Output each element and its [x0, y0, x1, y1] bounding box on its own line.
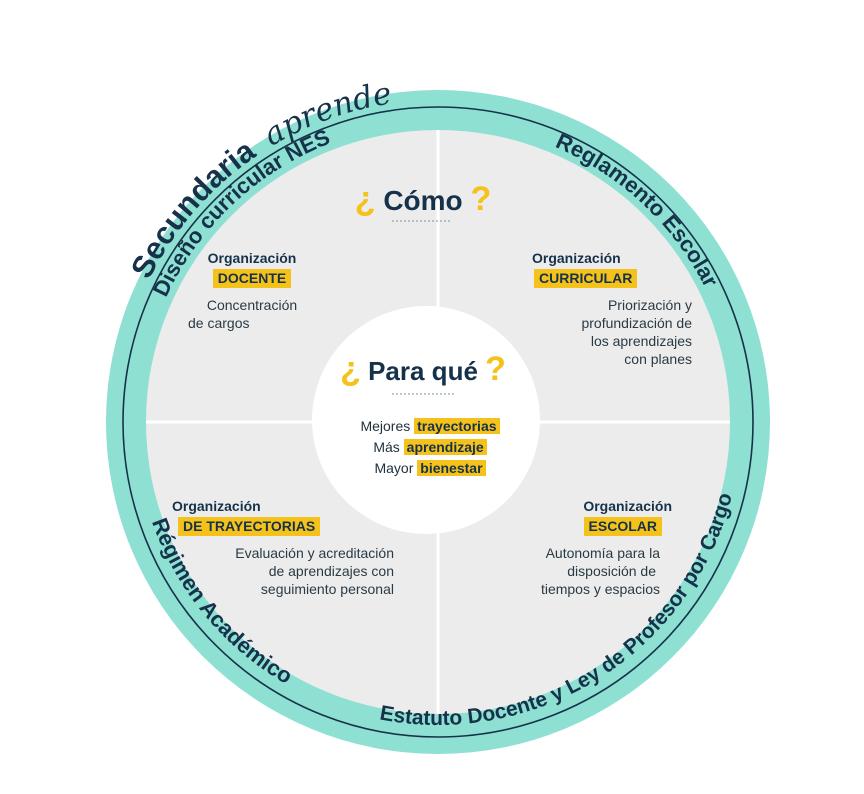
curricular-desc-line-3: los aprendizajes — [590, 333, 692, 349]
quadrant-escolar-desc: Autonomía para la disposición de tiempos… — [470, 544, 690, 598]
escolar-desc-line-2: disposición de — [567, 563, 656, 579]
svg-text:¿ Para qué ?: ¿ Para qué ? — [340, 350, 506, 388]
quadrant-docente-tag: DOCENTE — [212, 269, 292, 288]
goal-1-prefix: Mejores — [360, 418, 411, 434]
quadrant-docente-label: Organización — [207, 250, 297, 266]
curricular-desc-line-2: profundización de — [581, 315, 692, 331]
quadrant-trayectorias-desc: Evaluación y acreditación de aprendizaje… — [164, 544, 404, 598]
quadrant-escolar-tag: ESCOLAR — [583, 517, 662, 536]
docente-desc-line-2: de cargos — [188, 315, 250, 331]
quadrant-docente: Organización DOCENTE Concentración de ca… — [172, 250, 332, 332]
goal-line-3: Mayor bienestar — [320, 458, 540, 479]
para-que-close-mark: ? — [485, 350, 506, 388]
escolar-desc-line-3: tiempos y espacios — [540, 581, 660, 597]
quadrant-escolar-tag-wrap: ESCOLAR — [470, 515, 690, 536]
ring-line — [122, 106, 754, 738]
trayectorias-desc-line-1: Evaluación y acreditación — [235, 545, 394, 561]
quadrant-trayectorias-label: Organización — [172, 498, 261, 514]
como-close-mark: ? — [470, 180, 491, 218]
quadrant-curricular-label: Organización — [532, 250, 621, 266]
quadrant-curricular-tag: CURRICULAR — [534, 269, 638, 288]
goal-2-prefix: Más — [373, 439, 400, 455]
docente-desc-line-1: Concentración — [206, 297, 298, 313]
quadrant-curricular: Organización CURRICULAR Priorización y p… — [512, 250, 712, 368]
quadrant-curricular-desc: Priorización y profundización de los apr… — [512, 296, 712, 368]
goal-line-1: Mejores trayectorias — [320, 416, 540, 437]
goal-3-prefix: Mayor — [374, 460, 414, 476]
quadrant-trayectorias-tag: DE TRAYECTORIAS — [178, 517, 321, 536]
trayectorias-desc-line-3: seguimiento personal — [260, 581, 394, 597]
trayectorias-desc-line-2: de aprendizajes con — [268, 563, 394, 579]
goal-line-2: Más aprendizaje — [320, 437, 540, 458]
quadrant-trayectorias-tag-wrap: DE TRAYECTORIAS — [164, 515, 404, 536]
goal-1-highlight: trayectorias — [414, 418, 500, 434]
quadrant-escolar-label: Organización — [583, 498, 672, 514]
center-goals: Mejores trayectorias Más aprendizaje May… — [320, 416, 540, 479]
como-word: Cómo — [383, 185, 462, 216]
para-que-open-mark: ¿ — [340, 350, 361, 388]
escolar-desc-line-1: Autonomía para la — [545, 545, 660, 561]
curricular-desc-line-1: Priorización y — [607, 297, 692, 313]
quadrant-trayectorias: Organización DE TRAYECTORIAS Evaluación … — [164, 498, 404, 598]
quadrant-curricular-tag-wrap: CURRICULAR — [512, 267, 712, 288]
como-open-mark: ¿ — [355, 180, 376, 218]
curricular-desc-line-4: con planes — [624, 351, 692, 367]
svg-text:¿ Cómo ?: ¿ Cómo ? — [355, 180, 491, 218]
para-que-word: Para qué — [368, 356, 478, 386]
goal-3-highlight: bienestar — [417, 460, 486, 476]
quadrant-docente-desc: Concentración de cargos — [172, 296, 332, 332]
quadrant-escolar: Organización ESCOLAR Autonomía para la d… — [470, 498, 690, 598]
goal-2-highlight: aprendizaje — [403, 439, 487, 455]
